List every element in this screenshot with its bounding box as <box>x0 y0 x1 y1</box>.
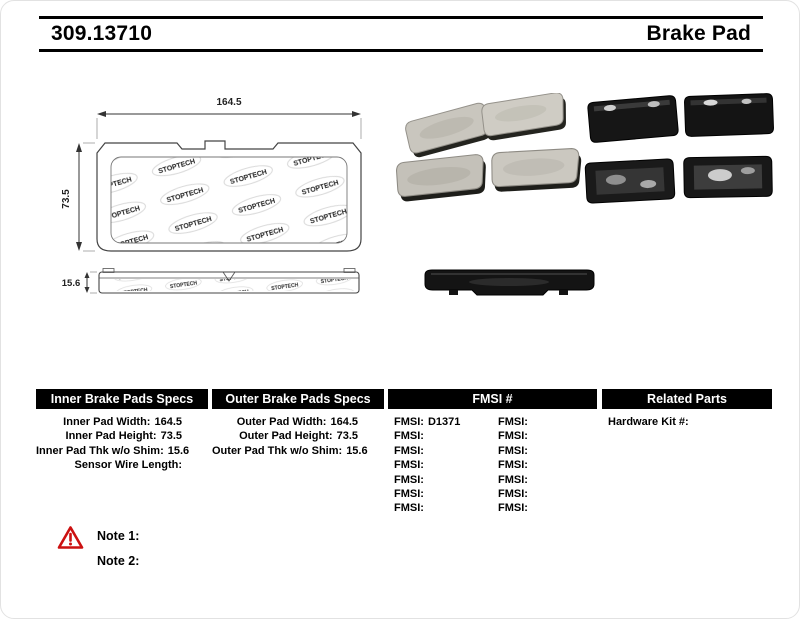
pad-front-drawing: STOPTECH 164.5 73.5 <box>61 97 362 252</box>
header: 309.13710 Brake Pad <box>39 16 763 52</box>
fmsi-row: FMSI: <box>394 444 424 457</box>
fmsi-column: FMSI # FMSI:D1371 FMSI: FMSI: FMSI: FMSI… <box>388 389 597 516</box>
fmsi-row: FMSI: <box>394 459 424 472</box>
spec-row: Outer Pad Thk w/o Shim:15.6 <box>212 444 368 457</box>
fmsi-row: FMSI: <box>394 488 424 501</box>
fmsi-row: FMSI: <box>394 430 424 443</box>
fmsi-row: FMSI: <box>498 488 528 501</box>
product-photo-black-pads <box>584 92 775 204</box>
fmsi-left-list: FMSI:D1371 FMSI: FMSI: FMSI: FMSI: FMSI:… <box>388 415 494 516</box>
note-lines: Note 1: Note 2: <box>97 525 139 579</box>
fmsi-row: FMSI: <box>498 416 528 428</box>
fmsi-right-list: FMSI: FMSI: FMSI: FMSI: FMSI: FMSI: FMSI… <box>494 415 597 516</box>
width-dimension-label: 164.5 <box>216 97 241 108</box>
height-dimension-label: 73.5 <box>61 189 72 209</box>
fmsi-row: FMSI: <box>498 444 528 457</box>
spec-row: Inner Pad Height:73.5 <box>65 430 182 443</box>
related-parts-column: Related Parts Hardware Kit #: <box>602 389 772 429</box>
part-number: 309.13710 <box>51 22 153 45</box>
spec-row: Outer Pad Width:164.5 <box>236 416 358 428</box>
fmsi-row: FMSI:D1371 <box>394 416 461 428</box>
note-1: Note 1: <box>97 529 140 543</box>
fmsi-row: FMSI: <box>394 502 424 515</box>
product-type-title: Brake Pad <box>646 22 751 45</box>
thickness-dimension-label: 15.6 <box>62 278 81 289</box>
inner-specs-column: Inner Brake Pads Specs Inner Pad Width:1… <box>36 389 208 473</box>
related-parts-header: Related Parts <box>602 389 772 409</box>
fmsi-row: FMSI: <box>498 459 528 472</box>
spec-row: Outer Pad Height:73.5 <box>239 430 358 443</box>
product-photo-ceramic-pads <box>394 93 584 204</box>
spec-row: Hardware Kit #: <box>608 416 689 428</box>
backing-plate-outline <box>96 140 362 252</box>
fmsi-row: FMSI: <box>498 502 528 515</box>
product-photo-pad-edge <box>424 269 595 296</box>
fmsi-row: FMSI: <box>498 473 528 486</box>
warning-icon <box>57 526 84 549</box>
note-2: Note 2: <box>97 554 140 568</box>
fmsi-row: FMSI: <box>498 430 528 443</box>
spec-row: Inner Pad Thk w/o Shim:15.6 <box>36 444 190 457</box>
spec-row: Inner Pad Width:164.5 <box>63 416 182 428</box>
outer-specs-header: Outer Brake Pads Specs <box>212 389 384 409</box>
side-friction-surface <box>101 279 357 291</box>
pad-side-drawing: STOPTECH 15.6 <box>62 268 360 294</box>
fmsi-header: FMSI # <box>388 389 597 409</box>
spec-row: Sensor Wire Length: <box>74 459 182 472</box>
notes-section: Note 1: Note 2: <box>57 525 139 579</box>
inner-specs-header: Inner Brake Pads Specs <box>36 389 208 409</box>
friction-surface <box>110 156 348 244</box>
outer-specs-column: Outer Brake Pads Specs Outer Pad Width:1… <box>212 389 384 458</box>
fmsi-row: FMSI: <box>394 473 424 486</box>
side-profile-outline <box>98 271 360 294</box>
